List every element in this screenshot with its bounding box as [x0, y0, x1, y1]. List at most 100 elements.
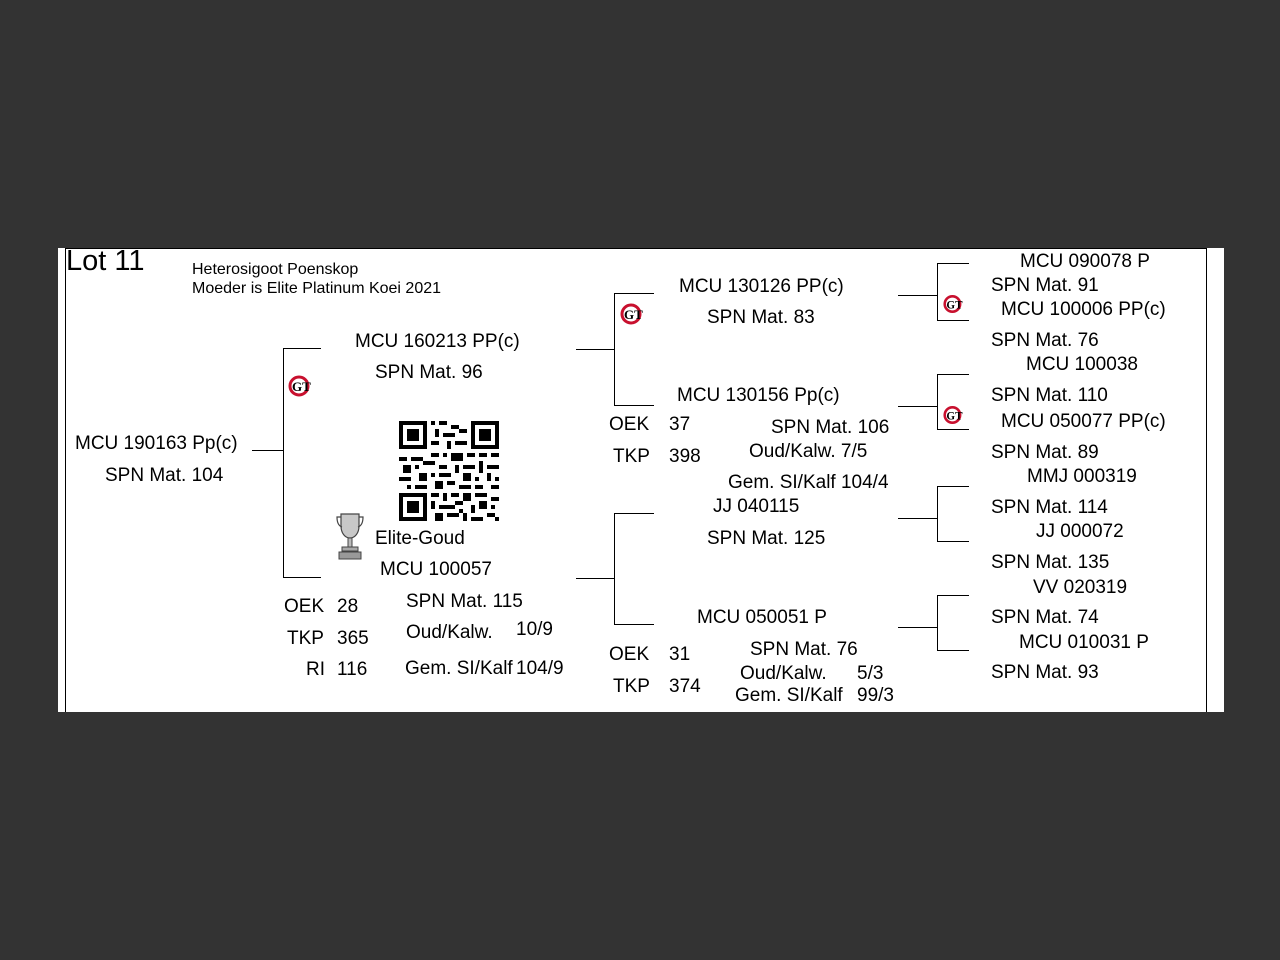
- connector-line: [614, 513, 615, 624]
- dam-ri-label: RI: [306, 659, 325, 680]
- dd-id: MCU 050051 P: [697, 607, 827, 628]
- subtitle-line-1: Heterosigoot Poenskop: [192, 261, 359, 278]
- connector-line: [252, 450, 284, 451]
- animal-spn: SPN Mat. 104: [105, 465, 224, 486]
- gen3-6-id: JJ 000072: [1036, 521, 1124, 542]
- ss-spn: SPN Mat. 83: [707, 307, 815, 328]
- connector-line: [283, 577, 321, 578]
- dam-oud-label: Oud/Kalw.: [406, 622, 493, 643]
- gen3-7-id: VV 020319: [1033, 577, 1128, 598]
- sire-id: MCU 160213 PP(c): [355, 331, 520, 352]
- frame-border-top: [65, 248, 1206, 249]
- dd-oud-value: 5/3: [857, 663, 884, 684]
- connector-line: [576, 578, 614, 579]
- connector-line: [937, 650, 969, 651]
- connector-line: [937, 263, 969, 264]
- connector-line: [898, 406, 937, 407]
- connector-line: [283, 348, 284, 577]
- dam-oek-label: OEK: [284, 596, 325, 617]
- sd-oek-value: 37: [669, 414, 691, 435]
- sire-spn: SPN Mat. 96: [375, 362, 483, 383]
- gen3-8-spn: SPN Mat. 93: [991, 662, 1099, 683]
- sd-gem: Gem. SI/Kalf 104/4: [728, 472, 889, 493]
- gen3-4-spn: SPN Mat. 89: [991, 442, 1099, 463]
- gen3-8-id: MCU 010031 P: [1019, 632, 1149, 653]
- breed-logo-icon: GT: [620, 303, 643, 325]
- dam-spn: SPN Mat. 115: [406, 591, 523, 612]
- lot-title: Lot 11: [66, 245, 145, 277]
- connector-line: [576, 349, 614, 350]
- gen3-1-spn: SPN Mat. 91: [991, 275, 1099, 296]
- connector-line: [937, 263, 938, 320]
- dam-award: Elite-Goud: [375, 528, 465, 549]
- gen3-7-spn: SPN Mat. 74: [991, 607, 1099, 628]
- qr-code-icon: [399, 421, 499, 521]
- logo-text: GT: [292, 379, 311, 394]
- breed-logo-icon: GT: [943, 406, 963, 424]
- dd-tkp-label: TKP: [613, 676, 650, 697]
- sd-id: MCU 130156 Pp(c): [677, 385, 840, 406]
- connector-line: [898, 518, 937, 519]
- dd-oek-label: OEK: [609, 644, 650, 665]
- connector-line: [937, 541, 969, 542]
- dd-gem-value: 99/3: [857, 685, 894, 706]
- gen3-3-id: MCU 100038: [1026, 354, 1138, 375]
- sd-oek-label: OEK: [609, 414, 650, 435]
- connector-line: [937, 486, 938, 541]
- gen3-2-spn: SPN Mat. 76: [991, 330, 1099, 351]
- sd-tkp-label: TKP: [613, 446, 650, 467]
- breed-logo-icon: GT: [943, 295, 963, 313]
- dam-id: MCU 100057: [380, 559, 492, 580]
- gen3-2-id: MCU 100006 PP(c): [1001, 299, 1166, 320]
- gen3-6-spn: SPN Mat. 135: [991, 552, 1110, 573]
- connector-line: [614, 405, 654, 406]
- trophy-icon: [336, 513, 364, 560]
- gen3-1-id: MCU 090078 P: [1020, 251, 1150, 272]
- connector-line: [937, 320, 969, 321]
- dd-spn: SPN Mat. 76: [750, 639, 858, 660]
- dam-tkp-label: TKP: [287, 628, 324, 649]
- connector-line: [614, 293, 615, 405]
- dam-oud-value: 10/9: [516, 619, 553, 640]
- frame-border-left: [65, 248, 66, 712]
- dd-gem-label: Gem. SI/Kalf: [735, 685, 843, 706]
- dd-tkp-value: 374: [669, 676, 701, 697]
- ds-id: JJ 040115: [713, 496, 800, 517]
- connector-line: [937, 595, 938, 650]
- connector-line: [898, 295, 937, 296]
- logo-text: GT: [946, 299, 963, 311]
- ss-id: MCU 130126 PP(c): [679, 276, 844, 297]
- connector-line: [937, 374, 969, 375]
- subtitle-line-2: Moeder is Elite Platinum Koei 2021: [192, 280, 442, 297]
- gen3-5-spn: SPN Mat. 114: [991, 497, 1108, 518]
- dam-tkp-value: 365: [337, 628, 369, 649]
- connector-line: [614, 513, 654, 514]
- sd-oud: Oud/Kalw. 7/5: [749, 441, 868, 462]
- breed-logo-icon: GT: [288, 375, 311, 397]
- pedigree-sheet: Lot 11 Heterosigoot Poenskop Moeder is E…: [58, 245, 1224, 712]
- sd-spn: SPN Mat. 106: [771, 417, 890, 438]
- connector-line: [937, 374, 938, 429]
- dam-gem-value: 104/9: [516, 658, 564, 679]
- connector-line: [614, 293, 654, 294]
- frame-border-right: [1206, 248, 1207, 712]
- dam-gem-label: Gem. SI/Kalf: [405, 658, 513, 679]
- connector-line: [937, 595, 969, 596]
- sd-tkp-value: 398: [669, 446, 701, 467]
- dd-oek-value: 31: [669, 644, 691, 665]
- logo-text: GT: [946, 410, 963, 422]
- connector-line: [614, 624, 654, 625]
- animal-id: MCU 190163 Pp(c): [75, 433, 238, 454]
- connector-line: [898, 627, 937, 628]
- gen3-5-id: MMJ 000319: [1027, 466, 1137, 487]
- connector-line: [937, 486, 969, 487]
- connector-line: [937, 429, 969, 430]
- dam-oek-value: 28: [337, 596, 359, 617]
- ds-spn: SPN Mat. 125: [707, 528, 826, 549]
- gen3-3-spn: SPN Mat. 110: [991, 385, 1108, 406]
- connector-line: [283, 348, 321, 349]
- dd-oud-label: Oud/Kalw.: [740, 663, 827, 684]
- logo-text: GT: [624, 307, 643, 322]
- dam-ri-value: 116: [337, 659, 368, 680]
- gen3-4-id: MCU 050077 PP(c): [1001, 411, 1166, 432]
